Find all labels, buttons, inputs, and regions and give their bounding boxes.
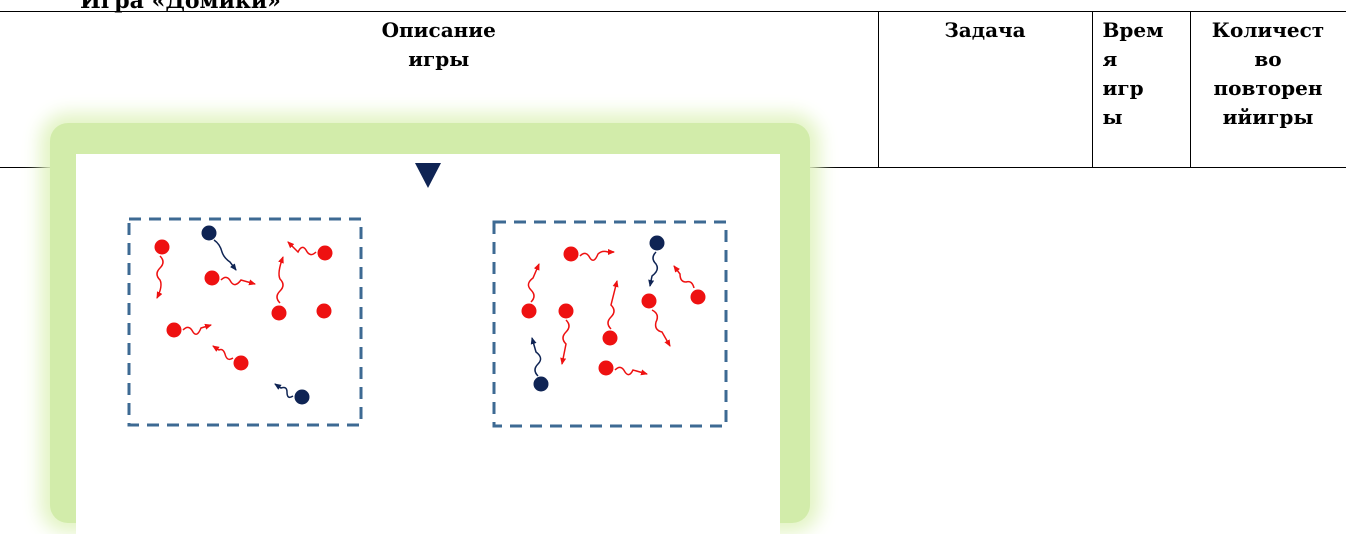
header-repetitions: Количест во повторен ийигры	[1189, 11, 1346, 168]
house-left-players	[154, 225, 333, 405]
start-marker-icon	[415, 163, 441, 188]
game-diagram-frame	[50, 123, 810, 534]
game-heading: Игра «Домики»	[80, 0, 281, 14]
house-right-players	[521, 235, 706, 392]
game-diagram-canvas	[76, 154, 780, 534]
header-game-time: Врем я игр ы	[1091, 11, 1191, 168]
header-task: Задача	[877, 11, 1093, 168]
house-right	[492, 220, 728, 428]
game-diagram	[127, 163, 728, 428]
